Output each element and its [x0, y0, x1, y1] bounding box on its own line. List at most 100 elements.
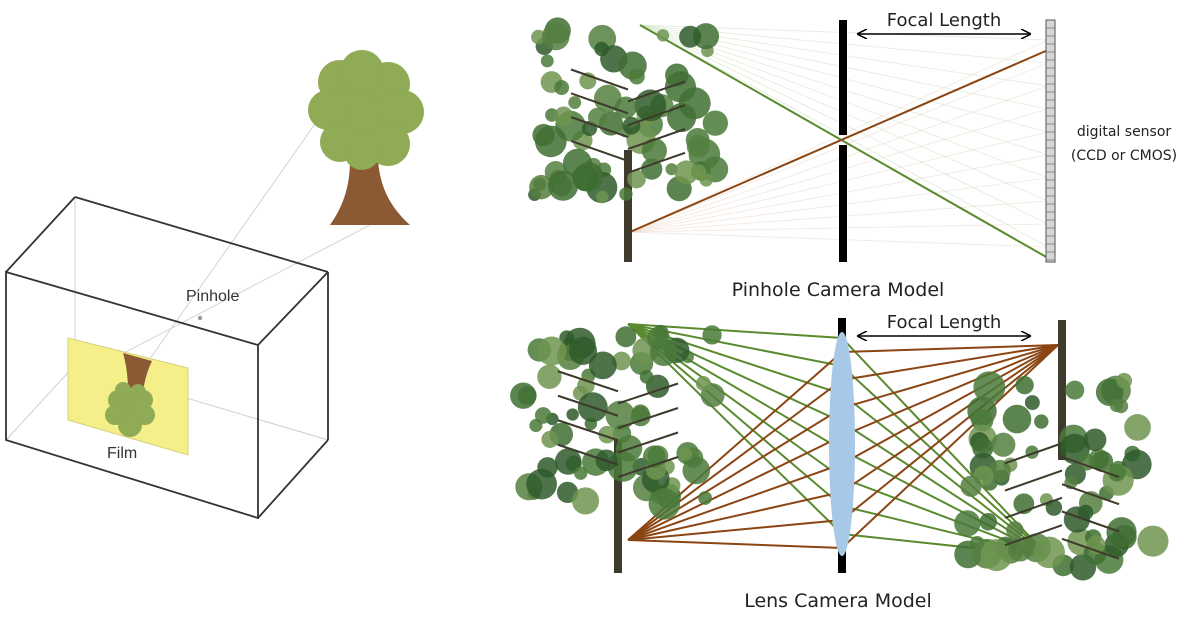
foliage-cluster [554, 448, 582, 475]
pinhole-barrier-bottom [839, 145, 847, 262]
tree-lens-inverted-image [954, 320, 1169, 581]
foliage-cluster [541, 22, 570, 51]
foliage-cluster [980, 539, 1013, 572]
foliage-cluster [541, 430, 559, 448]
foliage-cluster [568, 96, 582, 109]
foliage-cluster [622, 116, 641, 135]
pinhole-camera-model: Focal Length digital sensor (CCD or CMOS… [629, 10, 1177, 301]
foliage-cluster [510, 382, 537, 409]
foliage-cluster [554, 106, 574, 126]
foliage-cluster [682, 456, 711, 485]
tree-branch [617, 456, 679, 478]
tree-branch [617, 407, 679, 429]
tree-branch [557, 394, 619, 417]
tree-branch [617, 382, 679, 405]
lens-element [829, 332, 855, 556]
foliage-cluster [559, 330, 575, 346]
tree-branch [557, 370, 619, 393]
foliage-cluster [554, 80, 570, 96]
tree-branch [1061, 455, 1120, 478]
foliage-cluster [692, 23, 720, 50]
foliage-cluster [588, 107, 608, 127]
tree-trunk [614, 440, 622, 573]
pinhole-label: Pinhole [186, 288, 239, 305]
tree-branch [1061, 537, 1120, 560]
foliage-cluster [702, 110, 729, 136]
foliage-cluster [547, 170, 579, 201]
sensor-label-line2: (CCD or CMOS) [1071, 148, 1177, 164]
foliage-cluster [535, 125, 567, 158]
foliage-cluster [973, 371, 1006, 404]
foliage-cluster [698, 491, 712, 505]
foliage-cluster [1078, 504, 1094, 521]
tree-branch [557, 443, 619, 466]
tree-branch [627, 104, 686, 127]
foliage-cluster [596, 190, 609, 204]
tree-lens-object [510, 324, 725, 573]
foliage-cluster [566, 408, 579, 421]
foliage-cluster [1108, 463, 1126, 482]
tree-pinhole-object [528, 17, 729, 262]
foliage-cluster [695, 375, 711, 391]
tree-branch [570, 92, 629, 115]
film-label: Film [107, 445, 137, 462]
brown-chief-ray [629, 49, 1049, 233]
foliage-cluster [531, 29, 546, 45]
tree-branch [570, 116, 629, 139]
foliage-cluster [639, 370, 654, 384]
tree-branch [627, 80, 686, 103]
digital-sensor [1045, 19, 1056, 263]
foliage-cluster [628, 68, 645, 85]
foliage-cluster [631, 404, 650, 423]
foliage-cluster [605, 400, 636, 431]
pinhole-box-diagram: Pinhole Film [5, 50, 424, 520]
foliage-cluster [1007, 536, 1033, 562]
tree-branch [570, 68, 629, 91]
tree-branch [617, 431, 679, 454]
foliage-cluster [529, 174, 554, 200]
pinhole-model-caption: Pinhole Camera Model [732, 279, 945, 301]
foliage-cluster [1015, 376, 1034, 395]
foliage-cluster [656, 29, 670, 42]
foliage-cluster [627, 169, 646, 189]
foliage-cluster [562, 148, 592, 178]
tree-branch [570, 139, 629, 162]
foliage-cluster [1065, 380, 1085, 400]
foliage-cluster [571, 487, 600, 515]
foliage-cluster [537, 364, 562, 389]
tree-branch [1004, 469, 1063, 492]
foliage-cluster [594, 41, 609, 57]
foliage-cluster [593, 84, 622, 113]
foliage-cluster [646, 326, 670, 350]
foliage-cluster [686, 135, 710, 158]
foliage-cluster [588, 351, 617, 380]
pinhole-point [197, 315, 203, 321]
foliage-cluster [574, 466, 588, 480]
tree-branch [557, 419, 619, 442]
foliage-cluster [1124, 414, 1151, 441]
tree-branch [1004, 496, 1063, 519]
foliage-cluster [702, 325, 722, 345]
foliage-cluster [1024, 395, 1040, 410]
foliage-cluster [1113, 399, 1129, 414]
foliage-cluster [634, 89, 667, 122]
green-chief-ray [639, 24, 1049, 259]
foliage-cluster [568, 336, 598, 365]
foliage-cluster [960, 475, 982, 497]
tree-branch [1061, 510, 1120, 533]
foliage-cluster [641, 138, 668, 164]
faint-ray [639, 24, 1049, 248]
foliage-cluster [612, 351, 631, 371]
foliage-cluster [988, 459, 1011, 483]
foliage-cluster [665, 63, 689, 87]
foliage-cluster [619, 187, 633, 201]
foliage-cluster [1045, 499, 1063, 516]
foliage-cluster [614, 96, 637, 119]
foliage-cluster [615, 326, 637, 348]
foliage-cluster [534, 407, 552, 424]
foliage-cluster [641, 158, 663, 180]
inverted-tree-image [105, 353, 155, 437]
sensor-label-line1: digital sensor [1077, 124, 1172, 140]
foliage-cluster [954, 510, 981, 537]
foliage-cluster [526, 468, 557, 500]
